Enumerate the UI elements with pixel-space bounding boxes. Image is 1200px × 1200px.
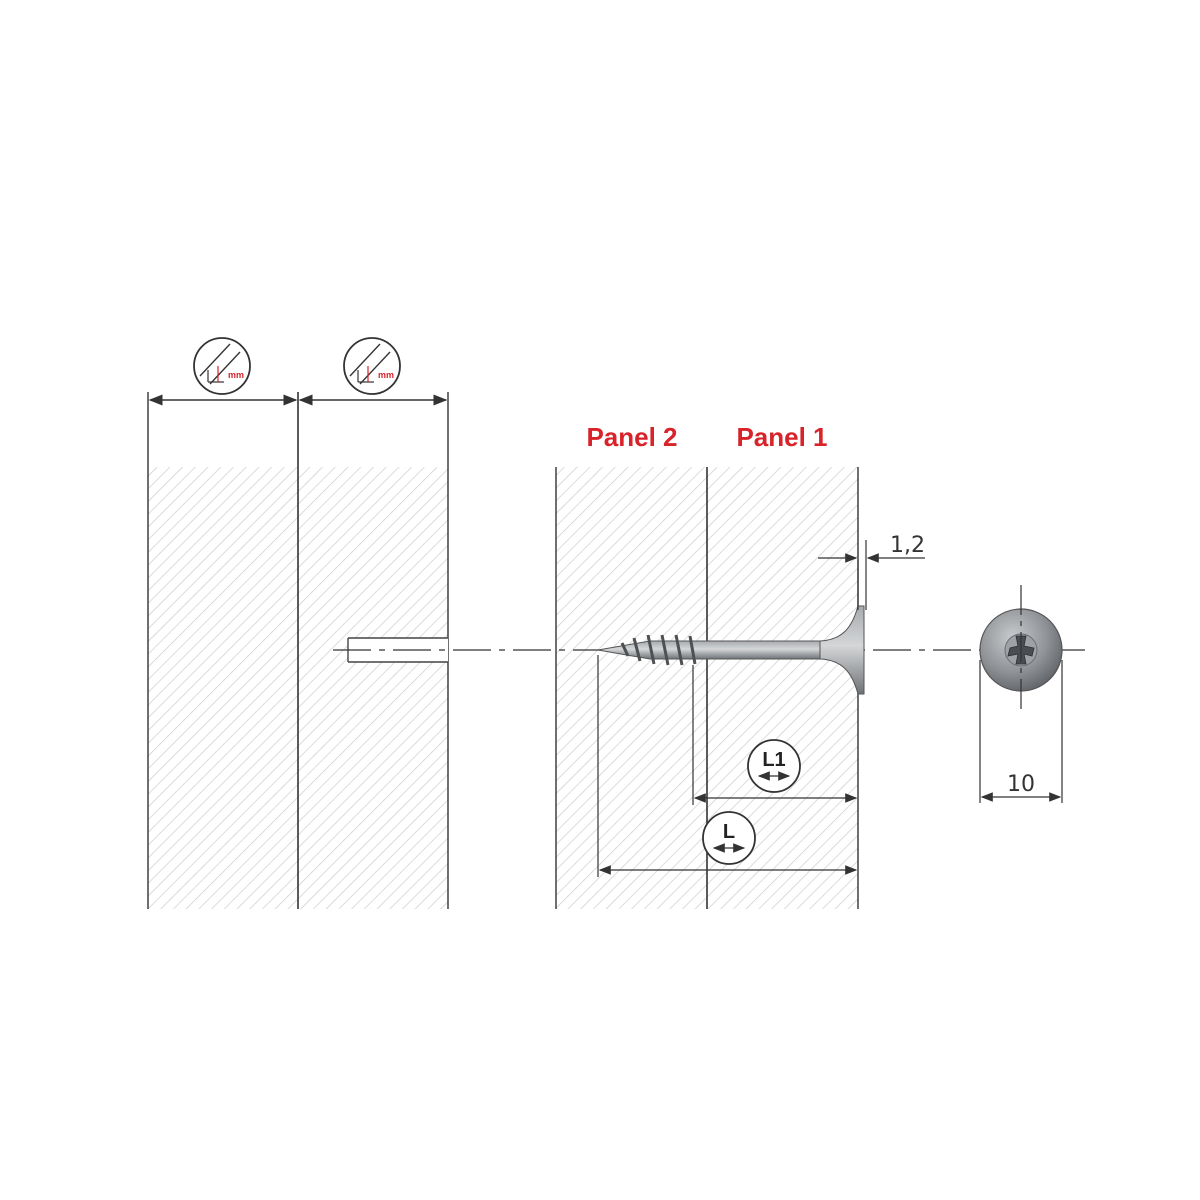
unit-label: mm bbox=[378, 370, 394, 380]
head-thickness-value: 1,2 bbox=[890, 533, 925, 558]
screw-length-dimension: L bbox=[597, 655, 858, 877]
length-icon: L1 bbox=[747, 739, 801, 793]
panel-thickness-mm-icon: mm bbox=[193, 337, 251, 395]
thread-length-label: L1 bbox=[762, 749, 785, 771]
left-panels bbox=[147, 392, 449, 909]
screw bbox=[597, 605, 865, 695]
length-icon: L bbox=[702, 811, 756, 865]
head-diameter-value: 10 bbox=[1007, 772, 1035, 797]
screw-head-view: 10 bbox=[979, 585, 1063, 803]
panel-2-label: Panel 2 bbox=[586, 422, 677, 452]
screw-length-label: L bbox=[723, 821, 735, 843]
panel-thickness-mm-icon: mm bbox=[343, 337, 401, 395]
panel-2-section bbox=[556, 467, 707, 909]
unit-label: mm bbox=[228, 370, 244, 380]
left-panel-b bbox=[298, 467, 448, 909]
right-panels bbox=[555, 467, 859, 909]
left-panel-a bbox=[148, 467, 298, 909]
thread-length-dimension: L1 bbox=[692, 665, 858, 805]
head-thickness-dimension: 1,2 bbox=[818, 533, 925, 610]
panel-1-label: Panel 1 bbox=[736, 422, 827, 452]
